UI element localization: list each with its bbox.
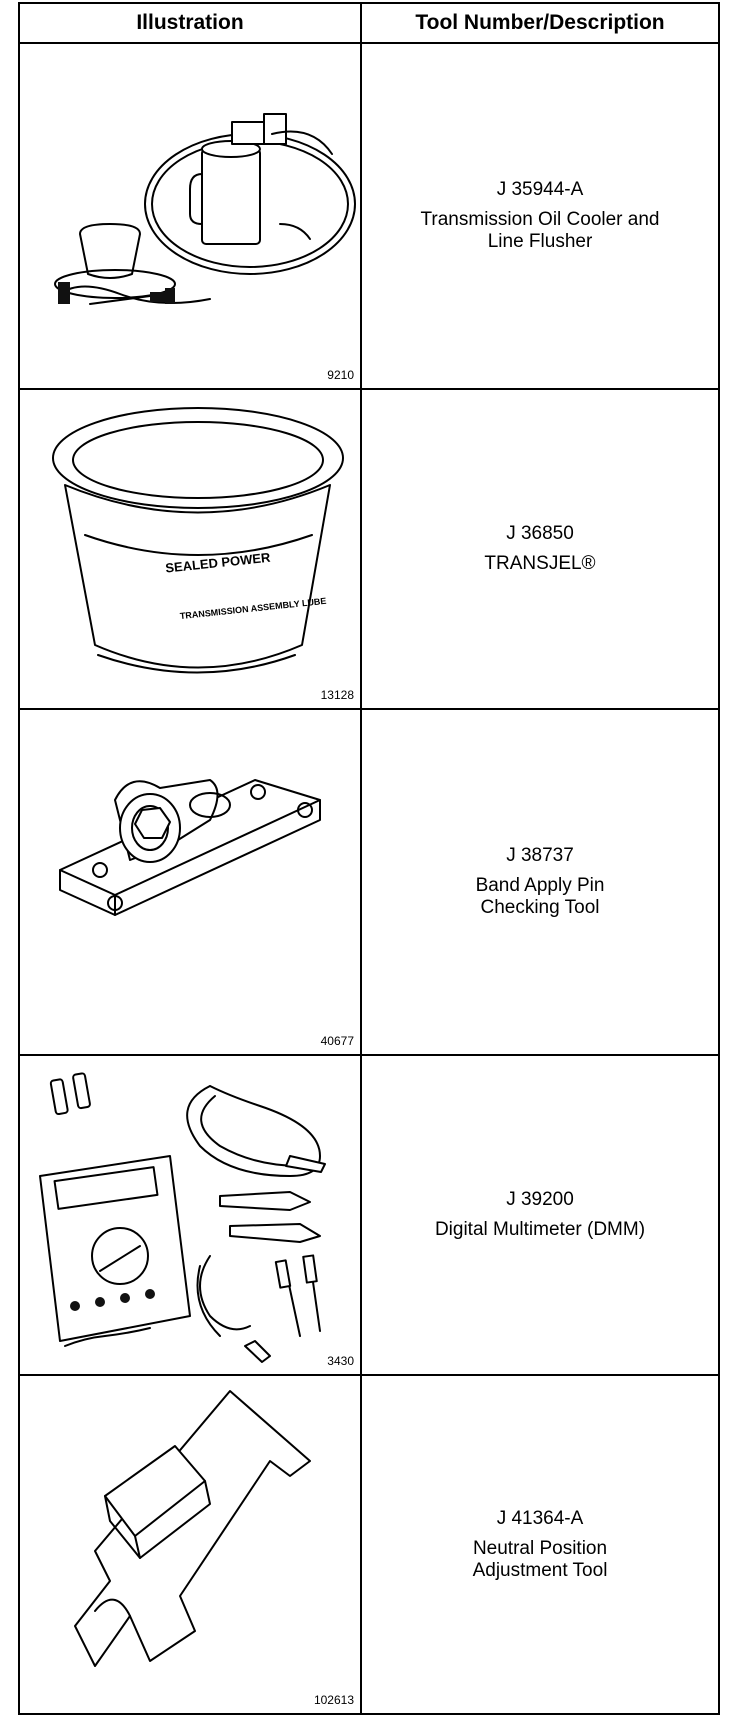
tool-description-line: Digital Multimeter (DMM) (434, 1219, 646, 1240)
figure-number: 13128 (320, 688, 354, 702)
table-row: 9210 J 35944-A Transmission Oil Cooler a… (20, 44, 718, 390)
tool-number: J 38737 (506, 845, 574, 866)
tool-description-line: Band Apply Pin (475, 875, 605, 896)
figure-number: 9210 (327, 368, 354, 382)
header-illustration: Illustration (136, 11, 244, 34)
tool-description-cell: J 41364-A Neutral Position Adjustment To… (362, 1376, 718, 1713)
oil-cooler-flusher-icon (54, 113, 356, 305)
table-row: 3430 J 39200 Digital Multimeter (DMM) (20, 1056, 718, 1376)
illustration-cell: 9210 (20, 44, 360, 388)
tool-description-cell: J 38737 Band Apply Pin Checking Tool (362, 710, 718, 1054)
tool-number: J 39200 (506, 1189, 574, 1210)
band-apply-pin-tool-icon (59, 779, 321, 916)
table-row: SEALED POWER TRANSMISSION ASSEMBLY LUBE … (20, 390, 718, 710)
tool-number: J 41364-A (496, 1507, 584, 1529)
table-row: 102613 J 41364-A Neutral Position Adjust… (20, 1376, 718, 1713)
transjel-tub-icon: SEALED POWER TRANSMISSION ASSEMBLY LUBE (52, 407, 344, 674)
illustration-cell: SEALED POWER TRANSMISSION ASSEMBLY LUBE … (20, 390, 360, 708)
digital-multimeter-icon (39, 1072, 326, 1363)
figure-number: 102613 (313, 1693, 354, 1707)
figure-number: 3430 (327, 1354, 354, 1368)
figure-number: 40677 (320, 1034, 354, 1048)
table-header: Illustration Tool Number/Description (20, 4, 718, 44)
tool-description-cell: J 35944-A Transmission Oil Cooler and Li… (362, 44, 718, 388)
tool-description-cell: J 39200 Digital Multimeter (DMM) (362, 1056, 718, 1374)
tool-description-line: Transmission Oil Cooler and (420, 209, 660, 230)
neutral-position-tool-icon (74, 1390, 311, 1667)
tool-description-line: Line Flusher (487, 231, 593, 252)
tool-number: J 35944-A (496, 179, 584, 200)
tool-description-line: Neutral Position (472, 1537, 608, 1559)
header-tool-description: Tool Number/Description (415, 11, 665, 34)
tool-description-cell: J 36850 TRANSJEL® (362, 390, 718, 708)
tool-description-line: Checking Tool (480, 897, 600, 918)
illustration-cell: 40677 (20, 710, 360, 1054)
special-tools-table: Illustration Tool Number/Description (18, 2, 720, 1715)
tool-description-line: Adjustment Tool (472, 1559, 608, 1581)
tool-description-line: TRANSJEL® (484, 553, 596, 574)
column-divider (360, 4, 362, 1713)
illustration-cell: 102613 (20, 1376, 360, 1713)
table-row: 40677 J 38737 Band Apply Pin Checking To… (20, 710, 718, 1056)
illustration-cell: 3430 (20, 1056, 360, 1374)
tool-number: J 36850 (506, 523, 574, 544)
